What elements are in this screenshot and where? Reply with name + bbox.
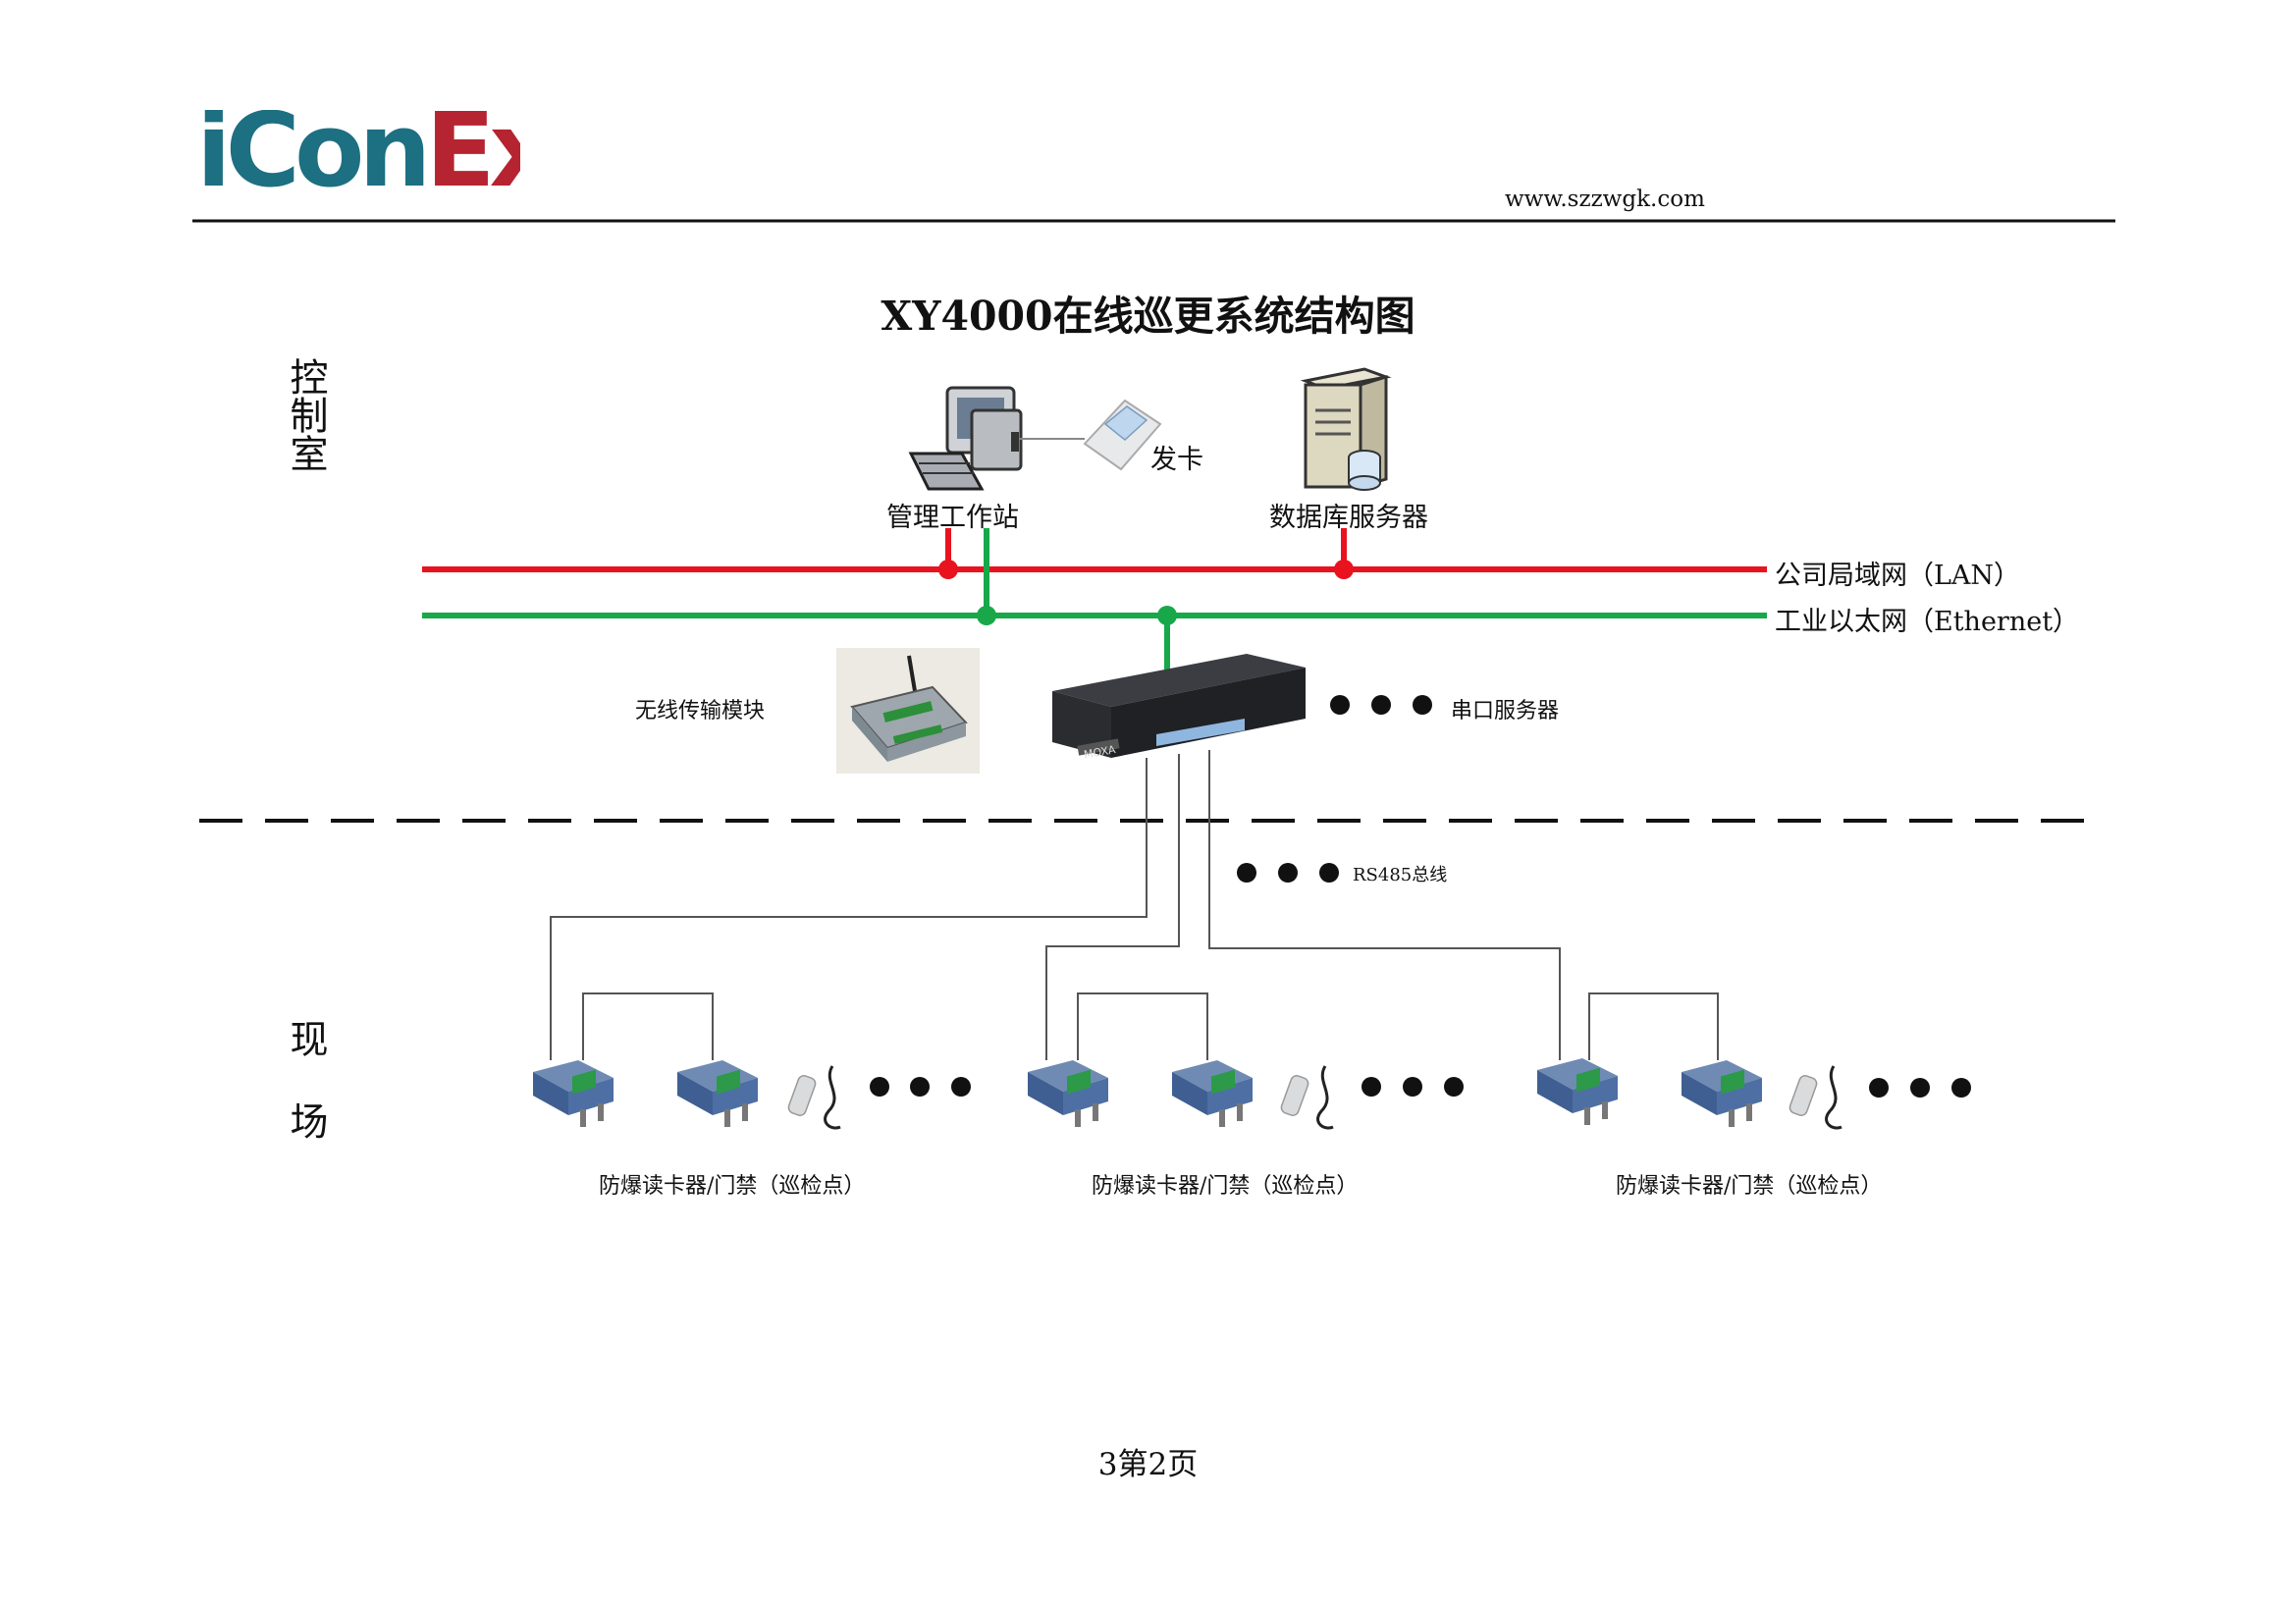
card-reader-icon	[1083, 399, 1162, 471]
rack-server-icon: MOXA	[1052, 654, 1306, 761]
ethernet-node-workstation	[977, 606, 996, 625]
ellipsis-dot	[1910, 1078, 1930, 1098]
moxa-brand-label: MOXA	[1083, 743, 1117, 762]
patrol-probe-icon	[1280, 1065, 1334, 1130]
card-issuer-label: 发卡	[1150, 445, 1203, 475]
wireless-module-label: 无线传输模块	[635, 699, 766, 724]
website-url: www.szzwgk.com	[1505, 187, 1705, 212]
zone-label-field: 现 场	[284, 1019, 328, 1140]
ellipsis-dot	[870, 1077, 889, 1097]
ellipsis-dot	[1237, 863, 1256, 883]
explosion-proof-reader-icon	[677, 1060, 758, 1127]
field-group-label: 防爆读卡器/门禁（巡检点）	[1616, 1174, 1883, 1199]
zone-label-control-room: 控制室	[284, 357, 328, 472]
rs485-wiring	[550, 750, 1719, 1060]
ethernet-label: 工业以太网（Ethernet）	[1775, 607, 2080, 637]
ellipsis-dot	[1278, 863, 1298, 883]
explosion-proof-reader-icon	[1172, 1060, 1253, 1127]
ellipsis-dot	[1330, 695, 1350, 715]
server-icon	[1300, 367, 1392, 491]
db-server-label: 数据库服务器	[1269, 503, 1428, 533]
serial-server-label: 串口服务器	[1451, 699, 1560, 724]
lan-node-db-server	[1334, 560, 1354, 579]
ellipsis-dot	[1444, 1077, 1464, 1097]
computer-icon	[908, 386, 1023, 491]
ellipsis-dot	[1319, 863, 1339, 883]
ellipsis-dot	[951, 1077, 971, 1097]
explosion-proof-reader-icon	[533, 1060, 614, 1127]
explosion-proof-reader-icon	[1028, 1060, 1108, 1127]
ellipsis-dot	[1869, 1078, 1889, 1098]
diagram-title: XY4000在线巡更系统结构图	[881, 293, 1415, 340]
ellipsis-dot	[910, 1077, 930, 1097]
explosion-proof-reader-icon	[1537, 1058, 1618, 1125]
field-group-label: 防爆读卡器/门禁（巡检点）	[1092, 1174, 1359, 1199]
ellipsis-dot	[1951, 1078, 1971, 1098]
ellipsis-dot	[1413, 695, 1432, 715]
workstation-label: 管理工作站	[886, 503, 1019, 533]
lan-node-workstation	[938, 560, 958, 579]
patrol-probe-icon	[787, 1065, 841, 1130]
lan-label: 公司局域网（LAN）	[1775, 561, 2021, 591]
rs485-bus-label: RS485总线	[1353, 865, 1448, 885]
field-group-label: 防爆读卡器/门禁（巡检点）	[599, 1174, 866, 1199]
wireless-module-icon	[836, 648, 980, 774]
explosion-proof-reader-icon	[1682, 1060, 1762, 1127]
ethernet-node-serial-server	[1157, 606, 1177, 625]
ellipsis-dot	[1371, 695, 1391, 715]
patrol-probe-icon	[1789, 1065, 1842, 1130]
ellipsis-dot	[1362, 1077, 1381, 1097]
page-number: 3第2页	[1097, 1447, 1199, 1482]
iconex-logo: iConEx	[196, 110, 520, 190]
ellipsis-dot	[1403, 1077, 1422, 1097]
